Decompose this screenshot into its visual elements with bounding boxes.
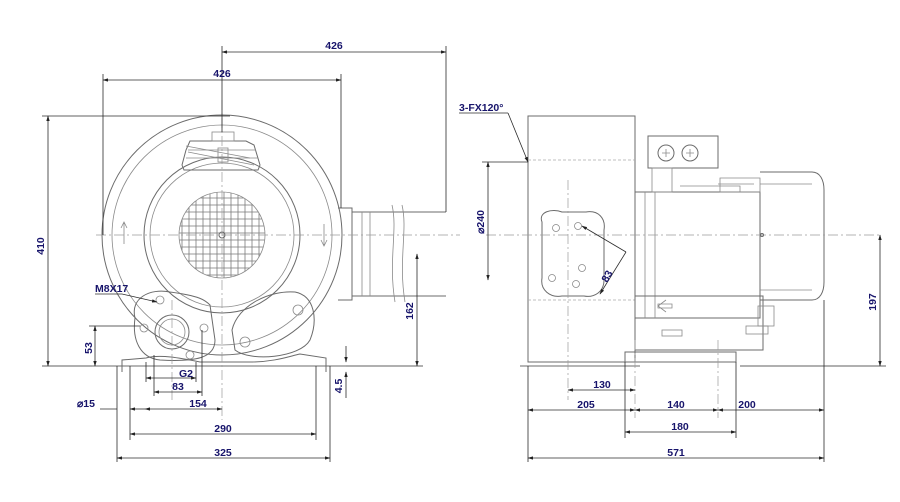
dim-hole-span: 290 xyxy=(214,423,232,435)
front-view: 426 426 410 M8X17 53 162 4.5 G2 xyxy=(35,40,460,462)
side-view: 3-FX120° ⌀240 83 197 130 205 140 200 180 xyxy=(459,102,886,462)
side-terminal-box xyxy=(647,135,719,169)
inlet-flange xyxy=(133,290,216,361)
silencer-cover xyxy=(231,291,315,358)
motor-bracket xyxy=(634,295,764,351)
dim-mount-bolt: M8X17 xyxy=(95,283,128,295)
side-base-foot xyxy=(624,351,737,363)
dim-foot-span: 325 xyxy=(214,447,232,459)
dim-foot-thickness: 4.5 xyxy=(333,379,345,394)
dim-flange-height: 53 xyxy=(83,342,95,354)
base-feet xyxy=(121,353,327,372)
dim-pipe-thread: G2 xyxy=(179,368,193,380)
dim-bolt-circle: 83 xyxy=(599,268,615,284)
dim-overall-width-top: 426 xyxy=(325,40,343,52)
rotation-arrow-left xyxy=(120,221,128,244)
terminal-box xyxy=(181,140,261,171)
dim-height: 410 xyxy=(35,237,47,255)
side-inlet-flange xyxy=(540,209,605,297)
dim-overall-length: 571 xyxy=(667,447,685,459)
dim-flange-holes: 3-FX120° xyxy=(459,102,503,114)
motor-body xyxy=(635,191,761,319)
outlet-pipe xyxy=(352,211,446,297)
dim-center-height: 197 xyxy=(867,293,879,311)
dim-foot-length: 180 xyxy=(671,421,689,433)
dim-flange-width: 83 xyxy=(172,381,184,393)
outlet-flange xyxy=(338,207,353,301)
dim-motor-overhang: 200 xyxy=(738,399,756,411)
dim-body-width: 426 xyxy=(213,68,231,80)
dim-front-to-foot: 205 xyxy=(577,399,595,411)
dim-housing-dia: ⌀240 xyxy=(475,210,487,234)
rotation-arrow-right xyxy=(320,224,328,247)
dim-foot-hole-span: 140 xyxy=(667,399,685,411)
dim-inlet-offset: 130 xyxy=(593,379,611,391)
dim-outlet-height: 162 xyxy=(404,302,416,320)
dim-foot-offset: 154 xyxy=(189,398,207,410)
housing-block xyxy=(527,115,636,363)
dim-hole-dia: ⌀15 xyxy=(77,398,95,410)
motor-end-cap xyxy=(760,171,825,301)
